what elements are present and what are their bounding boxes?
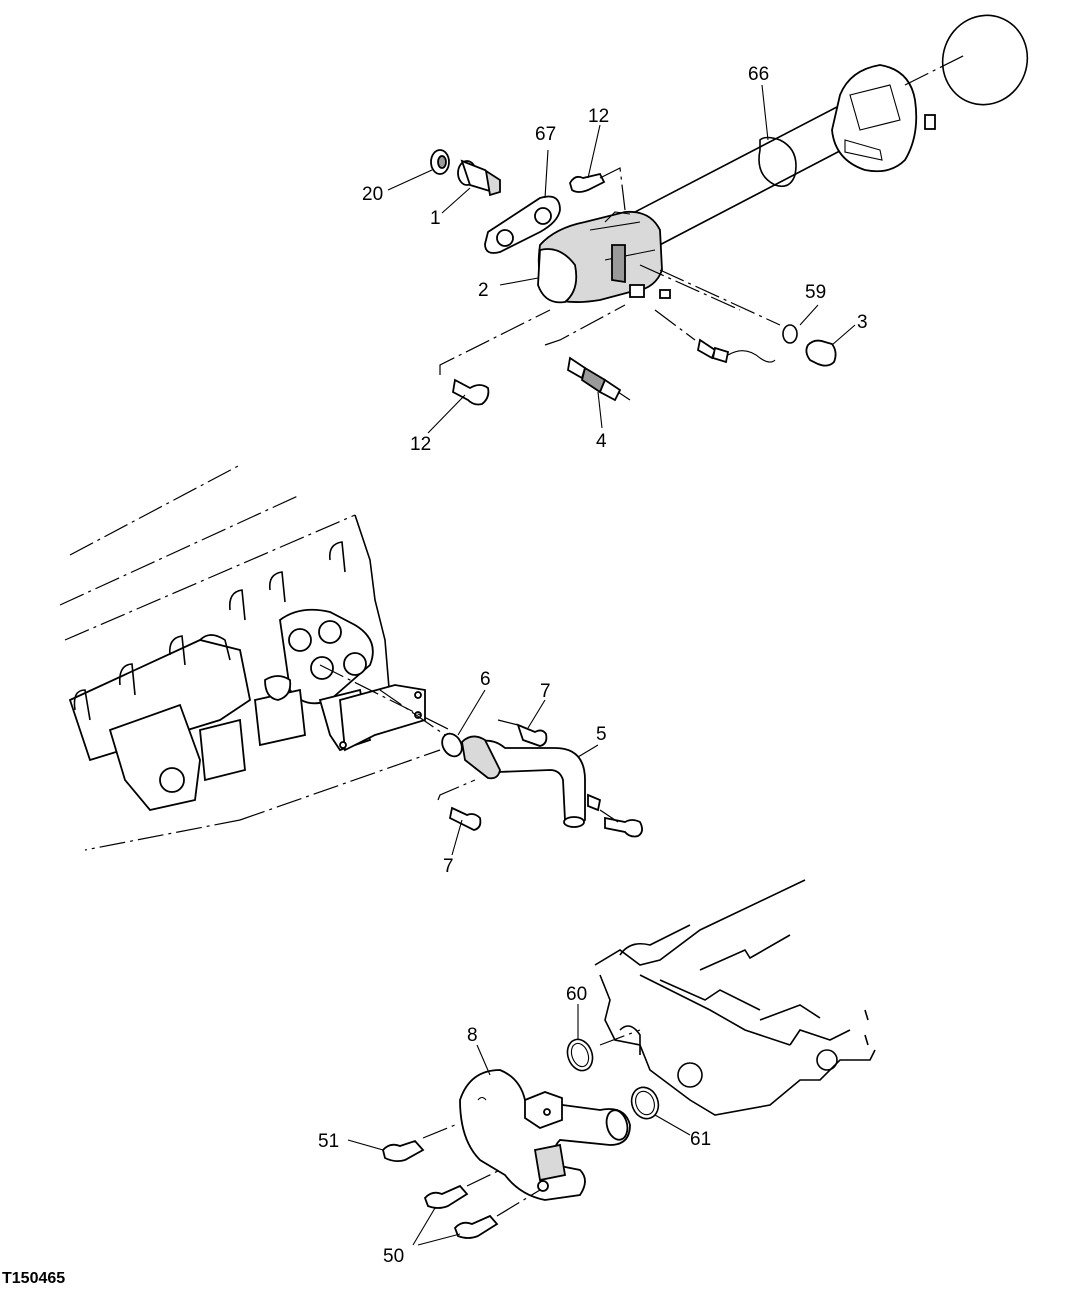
callout-60: 60 [566,984,587,1005]
figure-code: T150465 [2,1270,65,1287]
thermostat-housing-assembly [430,14,1029,406]
cap-screw-7-upper [497,719,548,747]
callout-1: 1 [430,208,441,229]
cap-screw-12-upper [569,167,626,211]
tube-seal-ring [758,136,797,188]
cap-screw-7-lower [437,779,482,831]
temperature-sensor-4 [544,304,631,402]
callout-20: 20 [362,184,383,205]
thermostat-housing-2 [537,210,671,304]
callout-labels: 20 1 2 67 12 66 59 3 12 4 6 7 5 7 8 60 6… [318,64,868,1267]
exhaust-manifold [68,608,374,811]
callout-8: 8 [467,1025,478,1046]
callout-66: 66 [748,64,769,85]
callout-4: 4 [596,431,607,452]
flange-gasket [941,14,1029,106]
callout-7-upper: 7 [540,681,551,702]
o-ring-61 [630,1086,660,1120]
callout-51: 51 [318,1131,339,1152]
cap-screw-pipe [599,809,643,838]
callout-12-lower: 12 [410,434,431,455]
wire-connector [654,309,776,364]
coolant-elbow-assembly [382,879,876,1239]
cap-screw-51 [382,1124,456,1163]
engine-block-outline [59,464,441,851]
callout-leaders [347,84,856,1246]
callout-59: 59 [805,282,826,303]
cap-screw-50-lower [453,1189,541,1239]
callout-61: 61 [690,1129,711,1150]
manifold-bracket [339,684,426,752]
exhaust-manifold-assembly [59,464,643,851]
o-ring-60 [566,1038,594,1072]
cap-screw-50-upper [423,1169,501,1209]
washer-20 [430,149,450,175]
flange-plate [831,64,936,173]
plug-3 [805,339,837,367]
thermostat-1 [457,159,501,197]
callout-2: 2 [478,280,489,301]
callout-5: 5 [596,724,607,745]
callout-50: 50 [383,1246,404,1267]
manifold-outlets [73,541,346,721]
gasket-6 [441,732,463,758]
callout-12-upper: 12 [588,106,609,127]
gasket-67 [484,195,561,254]
callout-3: 3 [857,312,868,333]
coolant-pipe-5 [461,735,602,828]
callout-67: 67 [535,124,556,145]
o-ring-59 [782,324,798,344]
callout-7-lower: 7 [443,856,454,877]
cylinder-head-outline [594,879,876,1116]
coolant-elbow-8 [459,1069,631,1201]
callout-6: 6 [480,669,491,690]
cap-screw-12-lower [439,309,551,406]
